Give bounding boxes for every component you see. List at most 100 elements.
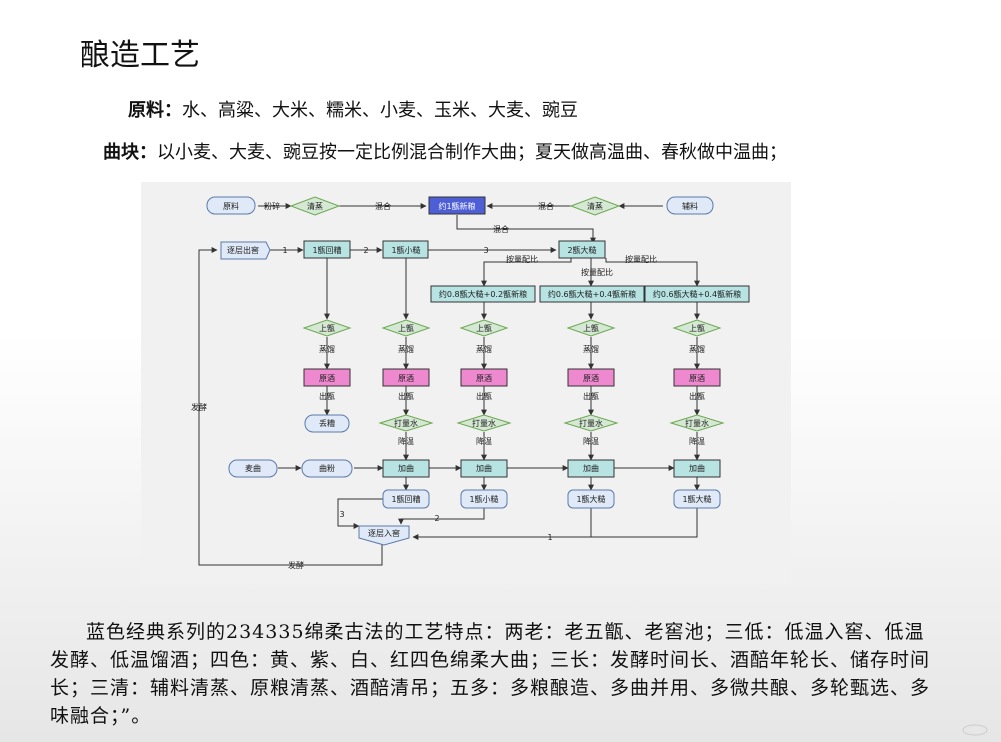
label-r2: 2 <box>434 514 439 523</box>
label-dazha2: 2甑大糙 <box>567 245 596 255</box>
label-r3: 3 <box>339 510 344 519</box>
qu-block-label: 曲块： <box>103 142 157 163</box>
label-hunhe: 混合 <box>375 201 391 211</box>
flow-step-label: 出甑 <box>398 391 414 401</box>
flow-step-label: 原酒 <box>689 374 705 383</box>
flow-step-label: 加曲 <box>689 463 705 473</box>
label-mix2: 约0.6甑大糙+0.4甑新粮 <box>548 289 636 299</box>
node-out3 <box>567 489 615 509</box>
flow-step-label: 上甑 <box>476 323 492 333</box>
flow-step-label: 原酒 <box>319 374 335 383</box>
flow-node <box>672 319 722 337</box>
flow-step-label: 出甑 <box>583 391 599 401</box>
flow-step-label: 加曲 <box>398 463 414 473</box>
flow-step-label: 加曲 <box>476 463 492 473</box>
flow-step-label: 出甑 <box>689 391 705 401</box>
label-mix3: 约0.6甑大糙+0.4甑新粮 <box>653 289 741 299</box>
label-zhucengchujiao: 逐层出窖 <box>227 245 259 255</box>
node-xinliang <box>428 196 486 215</box>
flow-step-label: 打量水 <box>579 418 603 428</box>
label-huizao1: 1甑回糟 <box>312 245 341 255</box>
label-xiaozha1: 1甑小糙 <box>391 245 420 255</box>
flow-node <box>382 459 430 478</box>
label-peibi2: 按量配比 <box>581 267 613 277</box>
flow-step-label: 出甑 <box>476 391 492 401</box>
node-out2 <box>460 489 508 509</box>
raw-materials-label: 原料： <box>128 100 182 121</box>
flow-step-label: 蒸馏 <box>583 344 599 354</box>
paragraph-text: 蓝色经典系列的234335绵柔古法的工艺特点：两老：老五甑、老窖池；三低：低温入… <box>50 621 931 727</box>
node-diuzao <box>304 414 350 433</box>
flow-node <box>567 368 615 387</box>
label-hunhe2: 混合 <box>538 201 554 211</box>
flow-step-label: 降温 <box>689 436 705 446</box>
flow-step-label: 打量水 <box>394 418 418 428</box>
node-qingzheng-2 <box>569 196 621 216</box>
flow-node <box>673 368 721 387</box>
flow-node <box>302 319 352 337</box>
qu-block-line: 曲块：以小麦、大麦、豌豆按一定比例混合制作大曲；夏天做高温曲、春秋做中温曲； <box>103 138 787 164</box>
label-qingzheng-1: 清蒸 <box>307 201 323 211</box>
flow-step-label: 降温 <box>476 436 492 446</box>
label-out4: 1甑大糙 <box>682 494 711 504</box>
flow-node <box>460 459 508 478</box>
flow-step-label: 上甑 <box>398 323 414 333</box>
flow-step-label: 加曲 <box>583 463 599 473</box>
label-peibi1: 按量配比 <box>506 254 538 264</box>
flow-node <box>673 459 721 478</box>
node-out4 <box>673 489 721 509</box>
raw-materials-text: 水、高粱、大米、糯米、小麦、玉米、大麦、豌豆 <box>182 100 578 121</box>
node-mix3 <box>644 285 750 303</box>
node-yuanliao <box>206 196 256 215</box>
node-qufen <box>301 459 353 478</box>
flow-node <box>378 414 434 432</box>
label-peibi3: 按量配比 <box>625 254 657 264</box>
flow-step-label: 降温 <box>398 436 414 446</box>
node-out1 <box>382 489 430 509</box>
node-maiqu <box>228 459 278 478</box>
flow-step-label: 蒸馏 <box>319 344 335 354</box>
watermark-icon <box>962 724 988 736</box>
flow-step-label: 蒸馏 <box>476 344 492 354</box>
label-xinliang: 约1甑新粮 <box>438 201 475 211</box>
label-out3: 1甑大糙 <box>576 494 605 504</box>
flow-step-label: 原酒 <box>398 374 414 383</box>
flow-node <box>381 319 431 337</box>
label-fuliao: 辅料 <box>682 201 698 211</box>
label-fajiao-bottom: 发酵 <box>288 560 304 570</box>
flow-step-label: 蒸馏 <box>689 344 705 354</box>
node-fuliao <box>666 196 714 215</box>
node-huizao1 <box>303 240 351 259</box>
label-qufen: 曲粉 <box>319 463 335 473</box>
flow-step-label: 原酒 <box>476 374 492 383</box>
flow-node <box>456 414 512 432</box>
label-maiqu: 麦曲 <box>245 463 261 473</box>
label-n3: 3 <box>483 246 488 255</box>
flow-node <box>563 414 619 432</box>
flow-step-label: 上甑 <box>689 323 705 333</box>
flow-node <box>382 368 430 387</box>
node-zhucengrujiao <box>358 525 410 546</box>
raw-materials-line: 原料：水、高粱、大米、糯米、小麦、玉米、大麦、豌豆 <box>128 96 578 122</box>
flow-step-label: 出甑 <box>319 391 335 401</box>
process-features-paragraph: 蓝色经典系列的234335绵柔古法的工艺特点：两老：老五甑、老窖池；三低：低温入… <box>50 618 930 730</box>
node-xiaozha1 <box>382 240 429 259</box>
flow-node <box>303 368 351 387</box>
node-mix2 <box>539 285 645 303</box>
flow-step-label: 上甑 <box>319 323 335 333</box>
node-zhucengchujiao <box>220 241 271 260</box>
flow-step-label: 蒸馏 <box>398 344 414 354</box>
flow-step-label: 原酒 <box>583 374 599 383</box>
label-fajiao-side: 发酵 <box>191 402 207 412</box>
label-hunhe-down: 混合 <box>493 224 509 234</box>
node-dazha2 <box>558 240 606 259</box>
label-out2: 1甑小糙 <box>469 494 498 504</box>
label-n2: 2 <box>363 246 368 255</box>
flow-node <box>669 414 725 432</box>
label-diuzao: 丢糟 <box>319 418 335 428</box>
label-r1: 1 <box>547 533 552 542</box>
flow-node <box>460 368 508 387</box>
node-qingzheng-1 <box>289 196 341 216</box>
label-qingzheng-2: 清蒸 <box>587 201 603 211</box>
flow-step-label: 打量水 <box>685 418 709 428</box>
